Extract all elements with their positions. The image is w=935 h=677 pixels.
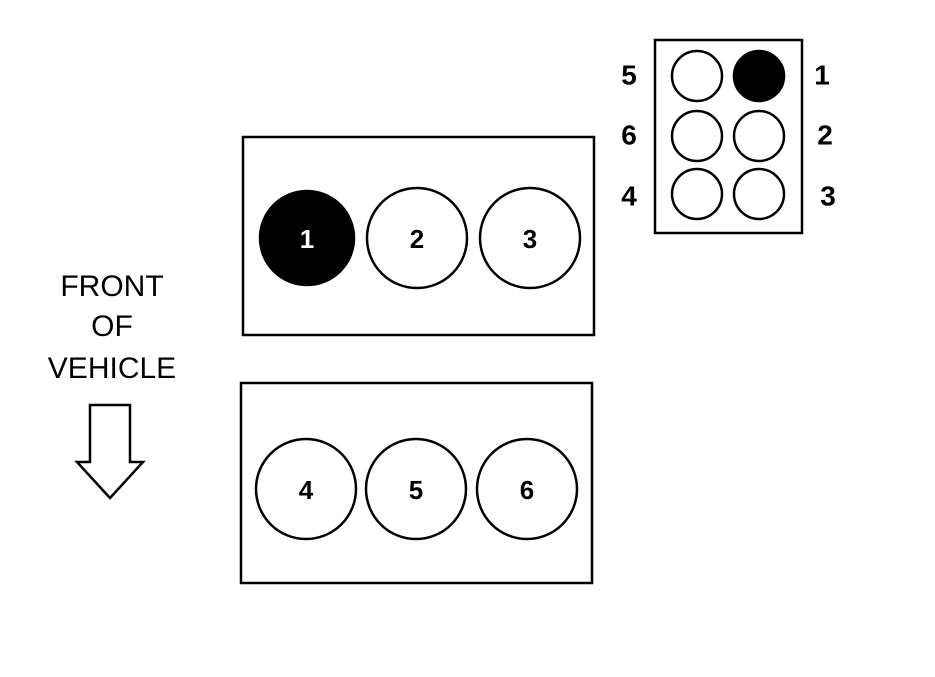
lower-cylinder-bank: 4 5 6 <box>239 381 594 585</box>
cylinder-circle <box>364 437 468 541</box>
coil-pack: 5 1 6 2 4 3 <box>621 38 836 235</box>
front-label-line-1: FRONT <box>60 270 163 303</box>
cylinder-circle <box>254 437 358 541</box>
cylinder-3: 3 <box>478 186 582 290</box>
cylinder-4: 4 <box>254 437 358 541</box>
coil-row-2: 6 2 <box>621 109 833 163</box>
cylinder-circle <box>365 186 469 290</box>
coil-terminal <box>732 167 786 221</box>
coil-terminal <box>670 167 724 221</box>
front-label-line-3: VEHICLE <box>48 352 176 385</box>
coil-label-left: 6 <box>621 120 637 151</box>
coil-row-3: 4 3 <box>621 167 836 221</box>
cylinder-number: 3 <box>523 224 537 254</box>
coil-label-left: 4 <box>621 181 637 212</box>
cylinder-number: 2 <box>410 224 424 254</box>
cylinder-number: 5 <box>409 475 423 505</box>
cylinder-5: 5 <box>364 437 468 541</box>
cylinder-1: 1 <box>258 189 356 287</box>
cylinder-number: 1 <box>300 224 314 254</box>
front-direction-arrow-icon <box>74 403 146 500</box>
cylinder-circle <box>258 189 356 287</box>
coil-terminal <box>732 49 786 103</box>
cylinder-2: 2 <box>365 186 469 290</box>
front-label-line-2: OF <box>91 310 133 343</box>
coil-label-right: 1 <box>814 60 830 91</box>
upper-cylinder-bank: 1 2 3 <box>241 135 596 337</box>
coil-terminal <box>670 49 724 103</box>
coil-row-1: 5 1 <box>621 49 830 103</box>
cylinder-number: 4 <box>299 475 314 505</box>
cylinder-6: 6 <box>475 437 579 541</box>
front-of-vehicle-label: FRONT OF VEHICLE <box>48 270 176 385</box>
coil-terminal <box>732 109 786 163</box>
coil-label-right: 3 <box>820 181 836 212</box>
cylinder-circle <box>475 437 579 541</box>
cylinder-number: 6 <box>520 475 534 505</box>
coil-terminal <box>670 109 724 163</box>
coil-label-right: 2 <box>817 120 833 151</box>
coil-label-left: 5 <box>621 60 637 91</box>
cylinder-circle <box>478 186 582 290</box>
